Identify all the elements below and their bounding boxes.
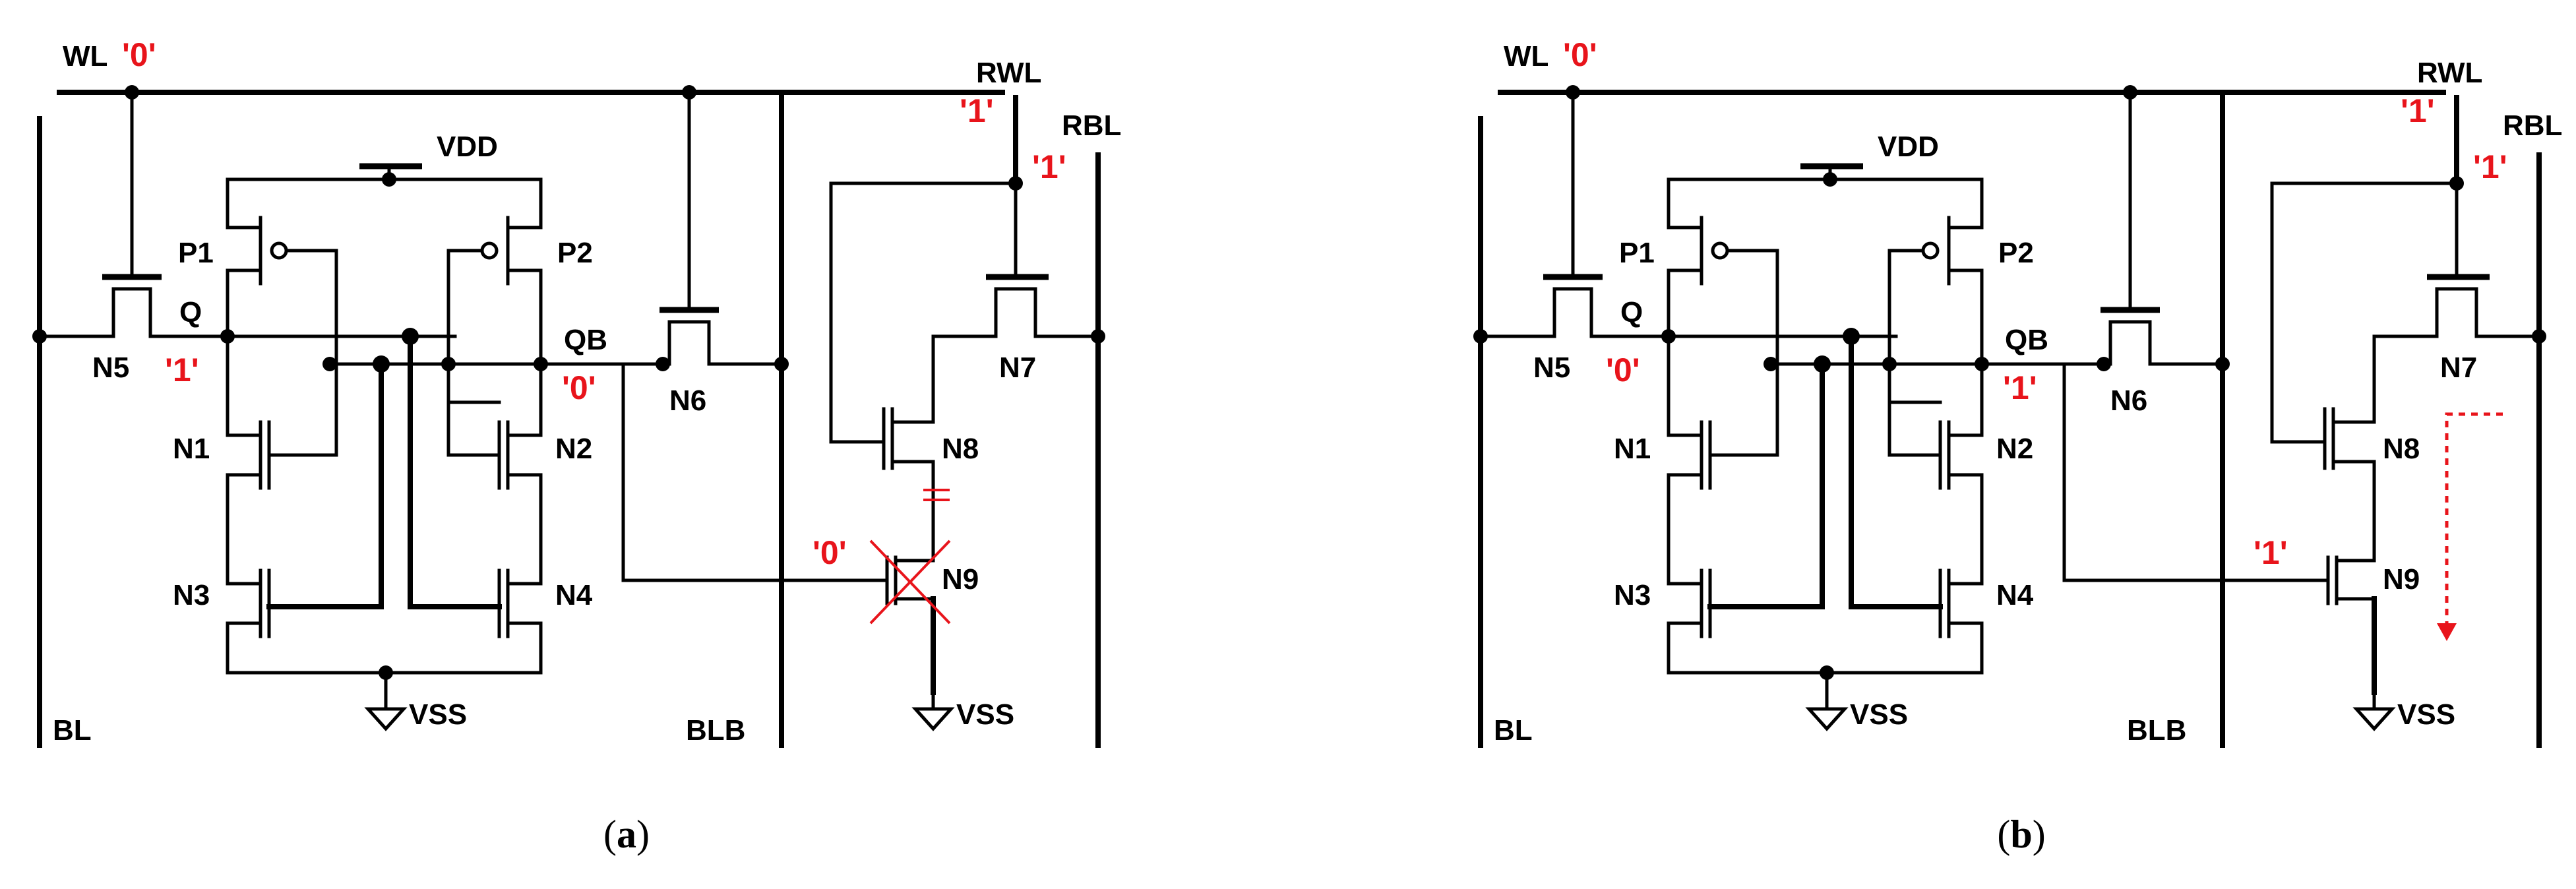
- rbl-label: RBL: [1062, 109, 1121, 142]
- blb-label: BLB: [2127, 714, 2186, 747]
- wl-label: WL: [63, 40, 107, 73]
- n5-label: N5: [92, 352, 129, 384]
- vdd-label: VDD: [1878, 131, 1939, 163]
- vdd-label: VDD: [437, 131, 498, 163]
- blb-label: BLB: [686, 714, 745, 747]
- rwl-label: RWL: [2417, 57, 2482, 89]
- n2-label: N2: [555, 433, 592, 465]
- n3-label: N3: [1614, 579, 1651, 611]
- qb-value: '0': [562, 369, 596, 406]
- n1-label: N1: [173, 433, 210, 465]
- n2-label: N2: [1996, 433, 2033, 465]
- n6-label: N6: [669, 384, 706, 417]
- p2-label: P2: [1998, 237, 2034, 269]
- panel-b-caption: (b): [1997, 812, 2045, 856]
- n3-label: N3: [173, 579, 210, 611]
- q-value: '1': [165, 352, 199, 388]
- bl-label: BL: [1494, 714, 1533, 747]
- n4-label: N4: [1996, 579, 2034, 611]
- p1-label: P1: [178, 237, 214, 269]
- qb-label: QB: [564, 324, 607, 356]
- n7-label: N7: [2440, 352, 2477, 384]
- panel-b-read-1: WL '0' RWL '1' RBL '1' VDD P1 P2 Q '0' N…: [1473, 36, 2562, 856]
- n7-label: N7: [999, 352, 1036, 384]
- discharge-path-arrow: [2445, 412, 2503, 623]
- panel-a-caption: (a): [603, 812, 650, 856]
- n9-label: N9: [942, 563, 979, 596]
- qb-label: QB: [2005, 324, 2048, 356]
- vss-label: VSS: [1850, 698, 1908, 731]
- p1-label: P1: [1619, 237, 1655, 269]
- rwl-label: RWL: [976, 57, 1041, 89]
- n9-gate-value: '1': [2254, 534, 2288, 571]
- rwl-value: '1': [2401, 92, 2435, 129]
- n8-label: N8: [942, 433, 979, 465]
- bl-label: BL: [53, 714, 92, 747]
- n8-label: N8: [2383, 433, 2420, 465]
- wl-value: '0': [122, 36, 156, 73]
- vss-label-read: VSS: [956, 698, 1014, 731]
- vss-label: VSS: [409, 698, 467, 731]
- n6-label: N6: [2110, 384, 2147, 417]
- n9-gate-value: '0': [813, 534, 847, 571]
- n4-label: N4: [555, 579, 593, 611]
- rwl-value: '1': [960, 92, 994, 129]
- n5-label: N5: [1533, 352, 1570, 384]
- p2-label: P2: [557, 237, 593, 269]
- q-value: '0': [1606, 352, 1640, 388]
- qb-value: '1': [2003, 369, 2037, 406]
- q-label: Q: [179, 296, 202, 328]
- n9-label: N9: [2383, 563, 2420, 596]
- q-label: Q: [1620, 296, 1643, 328]
- rbl-value: '1': [2473, 148, 2507, 185]
- panel-a-read-0: WL '0' RWL '1' RBL '1' VDD P1 P2 Q '1' N…: [32, 36, 1121, 856]
- wl-label: WL: [1504, 40, 1549, 73]
- n1-label: N1: [1614, 433, 1651, 465]
- rbl-label: RBL: [2503, 109, 2562, 142]
- wl-value: '0': [1563, 36, 1597, 73]
- rbl-value: '1': [1032, 148, 1066, 185]
- vss-label-read: VSS: [2397, 698, 2455, 731]
